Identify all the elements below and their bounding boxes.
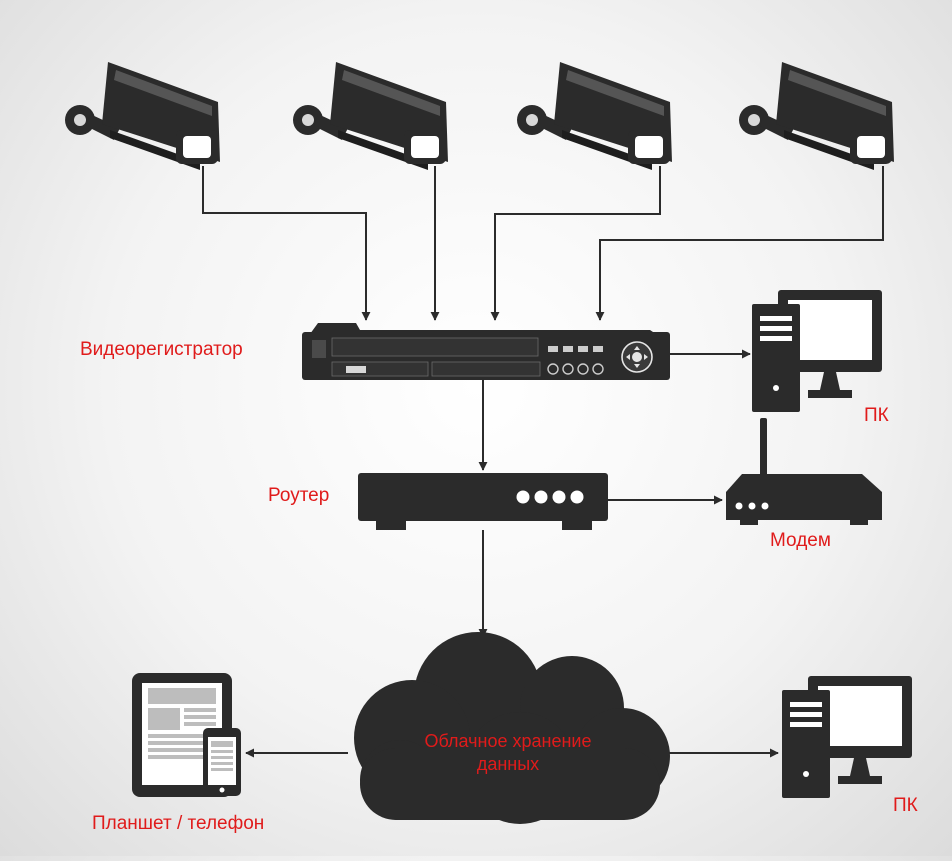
router-icon (358, 473, 608, 530)
cloud-label: Облачное хранение данных (380, 730, 636, 776)
phone-icon (203, 728, 241, 796)
link-camera3-dvr (490, 166, 661, 321)
connection-lines (202, 166, 884, 758)
desktop-pc-icon (782, 676, 912, 798)
modem-icon (726, 418, 882, 525)
pc-bottom-label: ПК (893, 795, 918, 816)
link-camera1-dvr (202, 166, 371, 321)
camera-icon (293, 62, 448, 170)
cloud-label-line2: данных (476, 754, 540, 774)
link-camera4-dvr (595, 166, 884, 321)
pc-top-label: ПК (864, 405, 889, 426)
cloud-label-line1: Облачное хранение (424, 731, 592, 751)
tablet-phone-label: Планшет / телефон (92, 813, 265, 834)
dvr-label: Видеорегистратор (80, 339, 243, 360)
dvr-icon (302, 323, 670, 380)
camera-icon (517, 62, 672, 170)
camera-icon (739, 62, 894, 170)
camera-icon (65, 62, 220, 170)
router-label: Роутер (268, 485, 330, 506)
desktop-pc-icon (752, 290, 882, 412)
modem-label: Модем (770, 530, 831, 551)
cloud-icon (354, 632, 670, 824)
